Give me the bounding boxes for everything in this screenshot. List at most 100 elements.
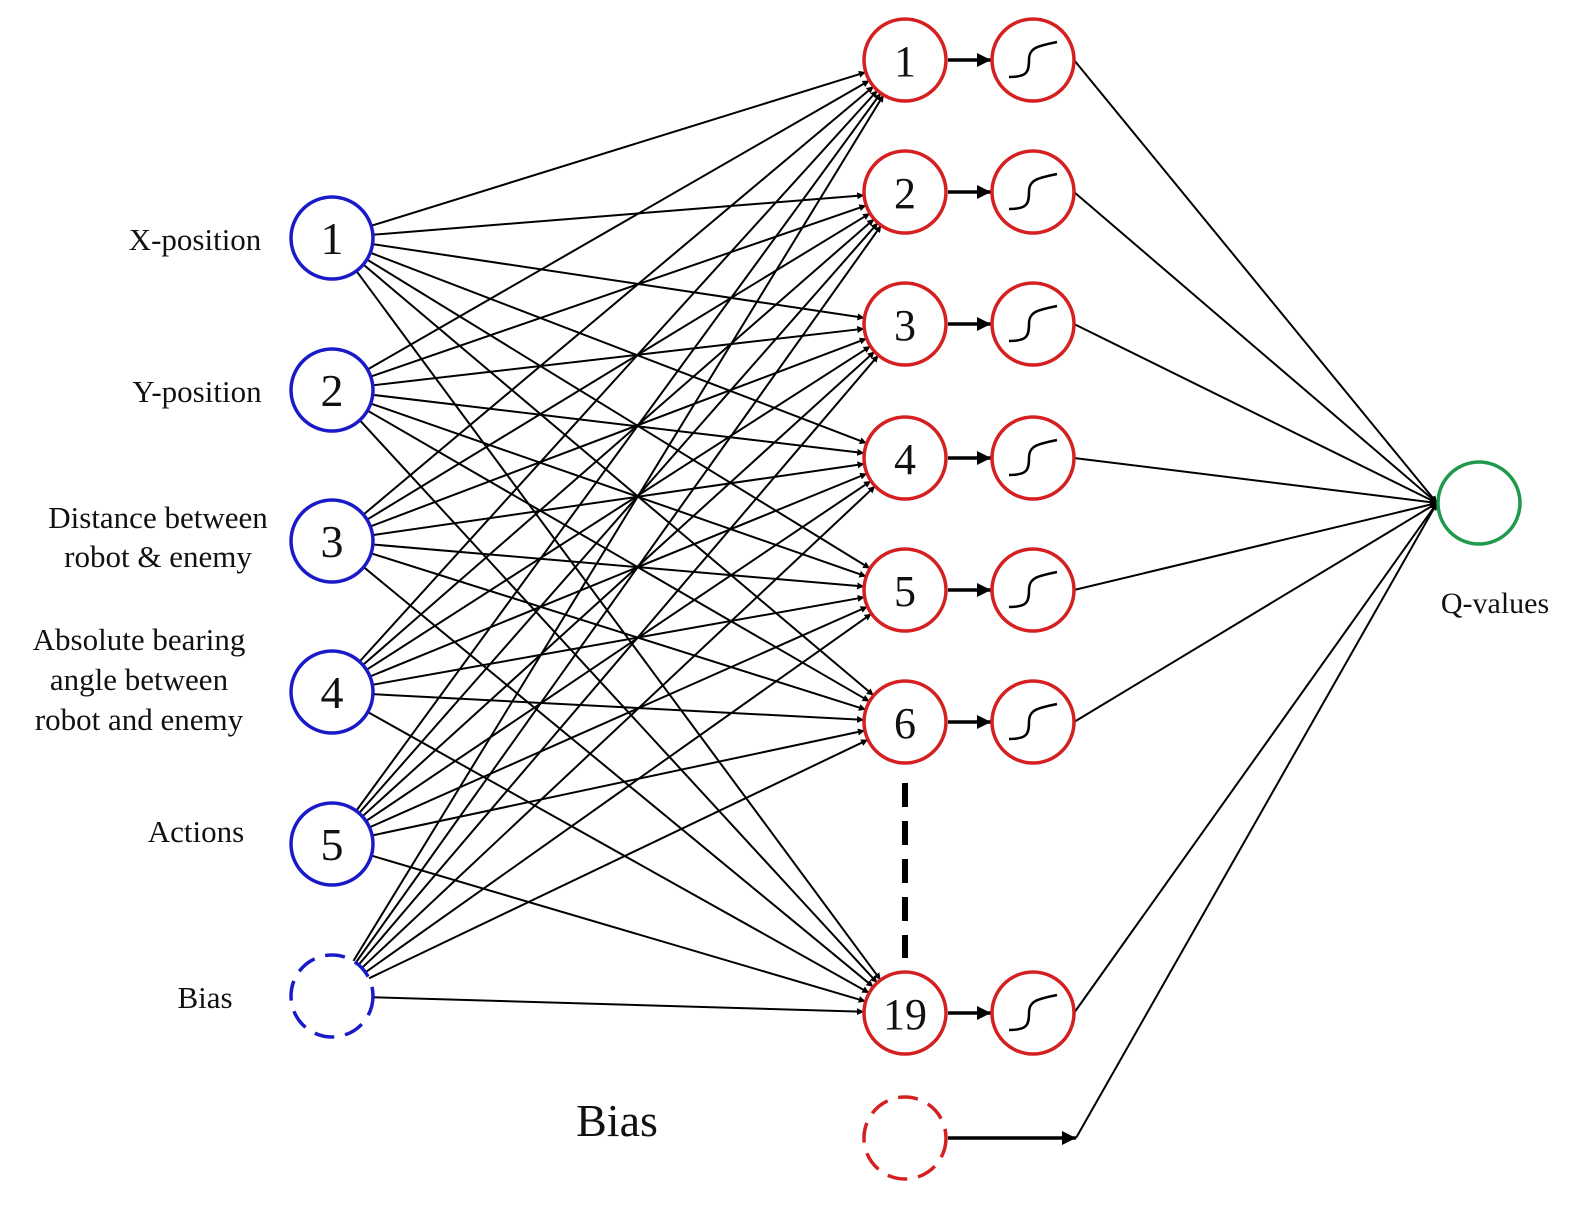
- hidden-node-2: [862, 149, 948, 235]
- hidden-node-1: [862, 17, 948, 103]
- activation-node-5: [990, 547, 1076, 633]
- edge-input-3-to-hidden-4: [372, 461, 865, 537]
- sigmoid-icon: [1008, 172, 1058, 211]
- input-node-1: [289, 195, 375, 281]
- activation-node-1: [990, 17, 1076, 103]
- edge-input-6-to-hidden-5: [364, 612, 873, 974]
- input-node-number: 3: [321, 516, 344, 567]
- edge-activation-1-to-output: [1073, 59, 1438, 504]
- edge-input-4-to-hidden-19: [367, 711, 870, 994]
- edge-input-1-to-hidden-6: [362, 263, 875, 697]
- input-label-1: X-position: [129, 222, 262, 257]
- hidden-node-number: 2: [894, 169, 916, 218]
- edge-input-3-to-hidden-5: [372, 543, 865, 590]
- edge-input-5-to-hidden-2: [358, 222, 879, 814]
- output-label: Q-values: [1441, 587, 1549, 620]
- edge-input-2-to-hidden-3: [372, 326, 865, 387]
- input-label-4: robot and enemy: [35, 702, 244, 737]
- activation-node-2: [990, 149, 1076, 235]
- input-bias-node: [289, 953, 375, 1039]
- hidden-node-number: 19: [883, 990, 927, 1039]
- input-node-3: [289, 498, 375, 584]
- activation-node-6: [990, 679, 1076, 765]
- hidden-node-number: 3: [894, 301, 916, 350]
- edge-input-5-to-hidden-4: [365, 480, 872, 822]
- input-node-number: 4: [321, 667, 344, 718]
- edge-input-1-to-hidden-5: [366, 258, 871, 570]
- edge-activation-2-to-output: [1073, 191, 1438, 504]
- edge-input-1-to-hidden-19: [355, 270, 882, 981]
- edge-input-3-to-hidden-1: [362, 85, 875, 516]
- activation-node-19: [990, 970, 1076, 1056]
- input-node-4: [289, 649, 375, 735]
- edge-input-6-to-hidden-19: [372, 996, 865, 1016]
- edge-activation-19-to-output: [1073, 502, 1438, 1014]
- hidden-node-number: 5: [894, 567, 916, 616]
- edge-input-5-to-hidden-19: [371, 854, 866, 1003]
- edge-input-2-to-hidden-1: [367, 79, 870, 371]
- edge-input-5-to-hidden-5: [369, 605, 868, 829]
- edge-input-2-to-hidden-2: [370, 204, 867, 378]
- input-label-2: Y-position: [132, 374, 262, 409]
- edge-input-6-to-hidden-6: [368, 738, 869, 980]
- hidden-bias-label: Bias: [576, 1095, 658, 1146]
- sigmoid-icon: [1008, 438, 1058, 477]
- edge-input-3-to-hidden-2: [366, 212, 871, 521]
- hidden-node-number: 4: [894, 435, 916, 484]
- input-label-4: Absolute bearing: [33, 622, 246, 657]
- input-node-number: 5: [321, 819, 344, 870]
- edge-input-4-to-hidden-4: [369, 472, 868, 678]
- edge-activation-3-to-output: [1073, 323, 1438, 504]
- edge-input-3-to-hidden-6: [370, 552, 867, 711]
- edge-input-6-to-hidden-4: [361, 485, 876, 969]
- edge-input-5-to-hidden-3: [361, 350, 876, 818]
- edge-input-2-to-hidden-5: [370, 402, 867, 578]
- edge-input-5-to-hidden-6: [371, 728, 866, 837]
- edge-input-1-to-hidden-2: [372, 192, 865, 236]
- sigmoid-icon: [1008, 702, 1058, 741]
- edge-input-3-to-hidden-19: [363, 566, 874, 988]
- hidden-node-number: 6: [894, 699, 916, 748]
- input-node-5: [289, 801, 375, 887]
- edge-activation-6-to-output: [1073, 502, 1438, 723]
- edge-input-2-to-hidden-6: [366, 409, 871, 703]
- edge-input-1-to-hidden-3: [372, 243, 865, 321]
- edge-input-4-to-hidden-3: [365, 345, 872, 671]
- edge-input-4-to-hidden-6: [372, 693, 865, 723]
- activation-node-3: [990, 281, 1076, 367]
- edges-layer: [352, 53, 1438, 1145]
- input-bias-label: Bias: [177, 980, 232, 1015]
- input-label-4: angle between: [50, 662, 229, 697]
- sigmoid-icon: [1008, 570, 1058, 609]
- edge-input-5-to-hidden-1: [355, 92, 882, 812]
- hidden-node-4: [862, 415, 948, 501]
- sigmoid-icon: [1008, 993, 1058, 1032]
- sigmoid-icon: [1008, 304, 1058, 343]
- hidden-node-5: [862, 547, 948, 633]
- hidden-bias-node: [862, 1095, 948, 1181]
- edge-input-6-to-hidden-2: [354, 224, 883, 964]
- edge-input-1-to-hidden-1: [370, 70, 867, 227]
- sigmoid-icon: [1008, 40, 1058, 79]
- edge-input-1-to-hidden-4: [369, 251, 868, 445]
- edge-input-2-to-hidden-4: [372, 393, 865, 456]
- input-node-number: 2: [321, 365, 344, 416]
- output-node: [1436, 460, 1522, 546]
- input-label-3: Distance between: [48, 500, 268, 535]
- input-label-5: Actions: [148, 814, 244, 849]
- edge-input-4-to-hidden-1: [358, 89, 879, 663]
- input-node-number: 1: [321, 213, 344, 264]
- hidden-node-6: [862, 679, 948, 765]
- hidden-node-19: [862, 970, 948, 1056]
- edge-input-6-to-hidden-3: [357, 354, 880, 966]
- activation-node-4: [990, 415, 1076, 501]
- edge-input-6-to-hidden-1: [352, 94, 885, 962]
- input-label-3: robot & enemy: [64, 539, 252, 574]
- hidden-node-3: [862, 281, 948, 367]
- edge-activation-4-to-output: [1073, 457, 1438, 506]
- edge-input-3-to-hidden-3: [369, 337, 868, 528]
- edge-input-4-to-hidden-2: [362, 218, 875, 666]
- input-node-2: [289, 347, 375, 433]
